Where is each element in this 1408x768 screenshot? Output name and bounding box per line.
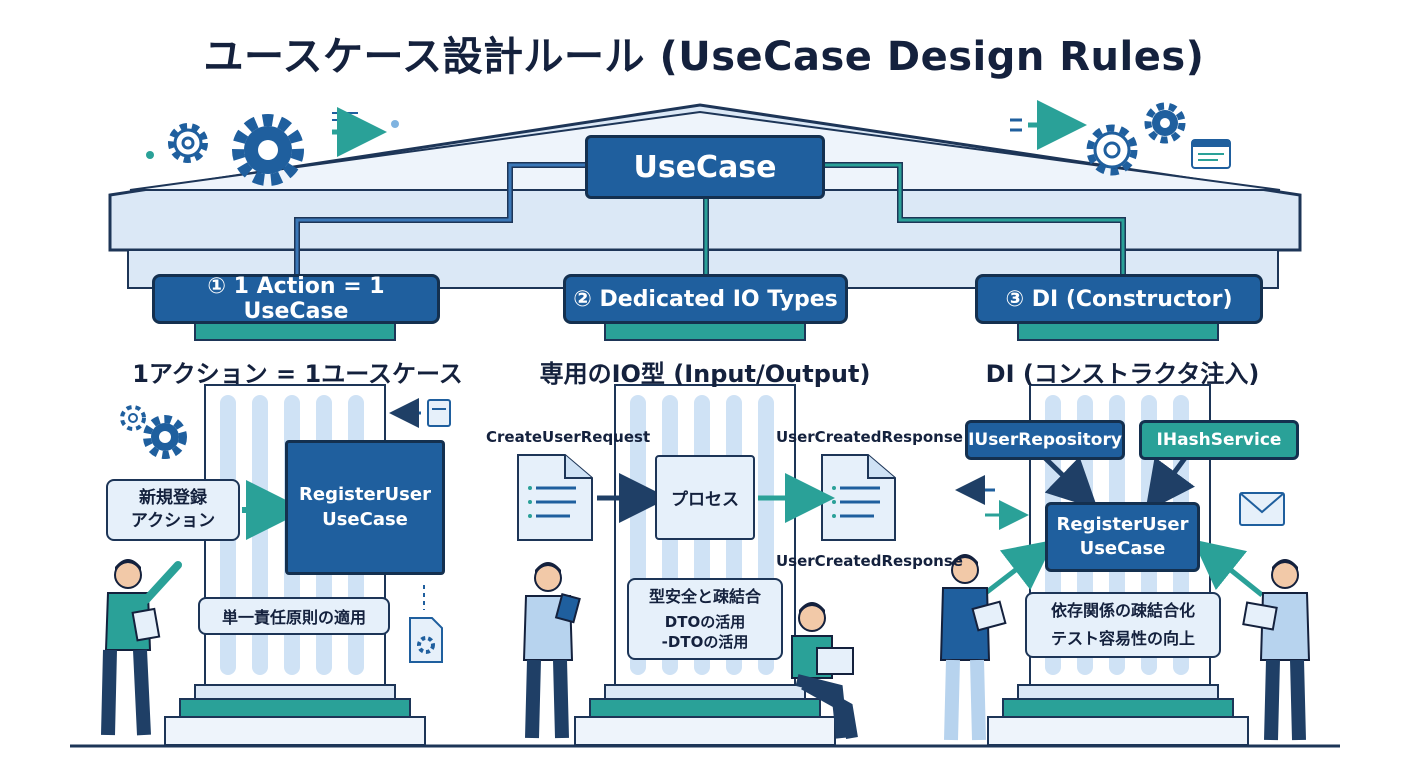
pillar-1-heading: ① 1 Action = 1 UseCase xyxy=(152,274,440,324)
pillar-1-heading-text: ① 1 Action = 1 UseCase xyxy=(207,274,385,324)
gear-icon xyxy=(1086,124,1138,176)
flow-arrow xyxy=(981,539,1055,597)
document-icon xyxy=(389,398,451,428)
person-icon xyxy=(1242,559,1311,741)
tablet-icon xyxy=(1242,601,1278,631)
arrow-icon xyxy=(955,475,1029,530)
tablet-icon xyxy=(971,600,1007,632)
gear-icon xyxy=(120,405,146,431)
person-icon xyxy=(791,602,858,739)
dot-icon xyxy=(391,120,399,128)
arrow-icon xyxy=(1010,100,1087,150)
browser-window-icon xyxy=(1191,139,1231,169)
note-line: 型安全と疎結合 xyxy=(648,586,761,606)
gear-icon xyxy=(1144,102,1186,144)
arrow-icon xyxy=(332,107,387,157)
pillar-1-subtitle: 1アクション = 1ユースケース xyxy=(132,360,463,388)
user-repository-box: IUserRepository xyxy=(965,420,1125,460)
laptop-icon xyxy=(816,647,854,675)
document-icon xyxy=(409,585,443,663)
person-icon xyxy=(101,559,182,736)
page-title: ユースケース設計ルール (UseCase Design Rules) xyxy=(203,34,1205,80)
dot-icon xyxy=(146,151,154,159)
pillar-3-heading-text: ③ DI (Constructor) xyxy=(1005,286,1233,312)
roof-connectors xyxy=(294,162,1126,275)
mail-icon xyxy=(1239,492,1285,526)
usecase-box-line: UseCase xyxy=(322,508,408,530)
type-safety-note: 型安全と疎結合 DTOの活用 -DTOの活用 xyxy=(627,578,783,660)
pillar-2-subtitle: 専用のIO型 (Input/Output) xyxy=(539,360,871,388)
single-responsibility-note: 単一責任原則の適用 xyxy=(198,597,390,635)
tablet-icon xyxy=(131,607,161,642)
response-label-bottom: UserCreatedResponse xyxy=(776,552,963,570)
document-icon xyxy=(821,454,896,541)
pillar-3-heading: ③ DI (Constructor) xyxy=(975,274,1263,324)
roof-usecase-box: UseCase xyxy=(585,135,825,199)
note-line: テスト容易性の向上 xyxy=(1050,629,1195,648)
usecase-box-line: RegisterUser xyxy=(1056,513,1189,535)
pillar-bases xyxy=(164,684,1249,746)
gear-icon xyxy=(143,415,187,459)
person-icon xyxy=(522,562,581,739)
tablet-icon xyxy=(554,593,581,624)
action-box: 新規登録 アクション xyxy=(106,479,240,541)
pillar-2-heading: ② Dedicated IO Types xyxy=(563,274,848,324)
process-box-text: プロセス xyxy=(671,490,739,510)
register-user-usecase-box-di: RegisterUser UseCase xyxy=(1045,502,1200,572)
hash-box-text: IHashService xyxy=(1156,430,1282,450)
person-icon xyxy=(939,554,1007,741)
process-box: プロセス xyxy=(655,455,755,540)
pillar-capitals xyxy=(194,321,1219,341)
note-line: DTOの活用 xyxy=(664,612,746,631)
note-text: 単一責任原則の適用 xyxy=(221,608,366,627)
pillar-3-subtitle: DI (コンストラクタ注入) xyxy=(985,360,1260,388)
decoupling-note: 依存関係の疎結合化 テスト容易性の向上 xyxy=(1025,592,1221,658)
repo-box-text: IUserRepository xyxy=(968,430,1122,450)
note-line: 依存関係の疎結合化 xyxy=(1050,601,1195,621)
register-user-usecase-box: RegisterUser UseCase xyxy=(285,440,445,575)
hash-service-box: IHashService xyxy=(1139,420,1299,460)
pillar-2-heading-text: ② Dedicated IO Types xyxy=(573,286,838,312)
document-icon xyxy=(517,454,593,541)
usecase-box-line: UseCase xyxy=(1079,538,1166,559)
gear-icon xyxy=(232,114,304,186)
roof-usecase-label: UseCase xyxy=(633,149,777,185)
flow-arrow xyxy=(1192,539,1264,597)
action-box-line: アクション xyxy=(130,511,216,531)
gear-icon xyxy=(168,123,208,163)
note-line: -DTOの活用 xyxy=(661,632,749,651)
flow-arrow xyxy=(1145,456,1195,513)
flow-arrow xyxy=(1043,456,1098,510)
action-box-line: 新規登録 xyxy=(139,488,207,509)
request-label: CreateUserRequest xyxy=(486,428,651,446)
response-label-top: UserCreatedResponse xyxy=(776,428,963,446)
usecase-box-line: RegisterUser xyxy=(299,484,431,506)
